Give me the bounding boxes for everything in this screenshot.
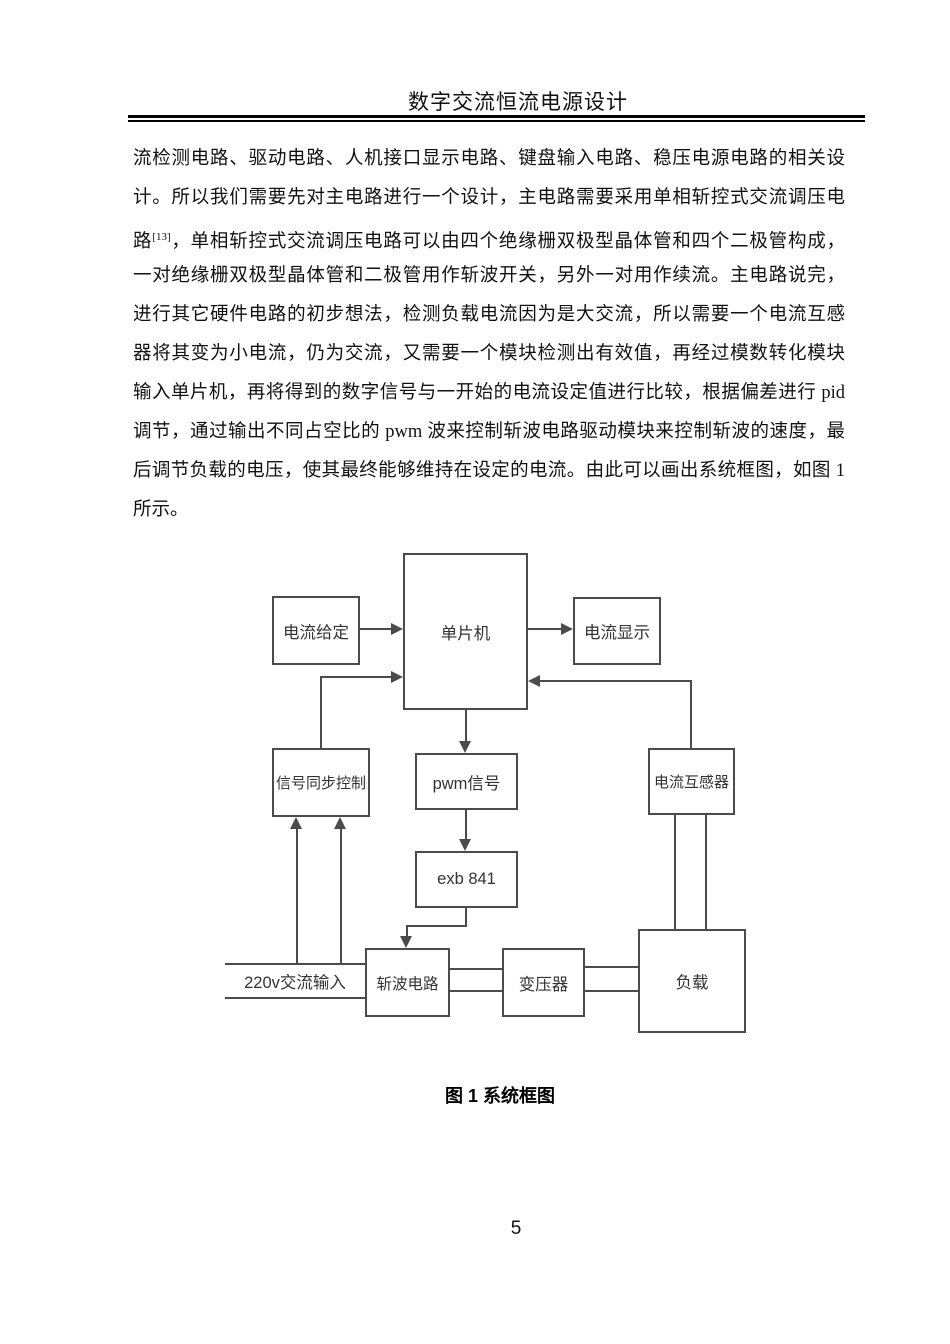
arrowhead-exb-to-chopper [400, 936, 412, 948]
diagram-box-current-transformer: 电流互感器 [648, 748, 735, 815]
paragraph-line: 一对绝缘栅双极型晶体管和二极管用作斩波开关，另外一对用作续流。主电路说完， [133, 266, 845, 286]
figure-caption: 图 1 系统框图 [444, 1086, 556, 1106]
paragraph-line: 输入单片机，再将得到的数字信号与一开始的电流设定值进行比较，根据偏差进行 pid [133, 383, 845, 403]
diagram-box-pwm-signal: pwm信号 [415, 753, 518, 810]
paragraph-line: 器将其变为小电流，仍为交流，又需要一个模块检测出有效值，再经过模数转化模块 [133, 344, 845, 364]
connector-mcu-to-display [528, 628, 562, 630]
connector-bus-to-sync-left [296, 829, 298, 965]
connector-pwm-to-exb [465, 810, 467, 840]
ac-input-label: 220v交流输入 [244, 974, 346, 992]
connector-exb-to-chopper-seg3 [406, 925, 408, 938]
connector-transformer-load-bottom [585, 990, 638, 992]
citation-superscript: [13] [152, 231, 171, 243]
arrowhead-mcu-to-pwm [459, 741, 471, 753]
diagram-box-exb841: exb 841 [415, 851, 518, 908]
diagram-box-transformer: 变压器 [502, 948, 585, 1017]
paragraph-line: 计。所以我们需要先对主电路进行一个设计，主电路需要采用单相斩控式交流调压电 [133, 188, 845, 208]
body-paragraph: 流检测电路、驱动电路、人机接口显示电路、键盘输入电路、稳压电源电路的相关设 计。… [133, 140, 845, 530]
connector-ct-load-left [674, 815, 676, 929]
diagram-box-mcu: 单片机 [403, 553, 528, 710]
connector-setpoint-to-mcu [360, 628, 392, 630]
diagram-box-signal-sync: 信号同步控制 [272, 748, 370, 817]
line-text: ，单相斩控式交流调压电路可以由四个绝缘栅双极型晶体管和四个二极管构成， [170, 232, 845, 252]
paragraph-line: 进行其它硬件电路的初步想法，检测负载电流因为是大交流，所以需要一个电流互感 [133, 305, 845, 325]
paragraph-line: 调节，通过输出不同占空比的 pwm 波来控制斩波电路驱动模块来控制斩波的速度，最 [133, 422, 845, 442]
arrowhead-bus-to-sync-right [334, 817, 346, 829]
arrowhead-mcu-to-display [561, 623, 573, 635]
paragraph-line: 后调节负载的电压，使其最终能够维持在设定的电流。由此可以画出系统框图，如图 1 [133, 461, 845, 481]
paragraph-line: 所示。 [133, 500, 189, 520]
arrowhead-bus-to-sync-left [290, 817, 302, 829]
paragraph-line: 路[13]，单相斩控式交流调压电路可以由四个绝缘栅双极型晶体管和四个二极管构成， [133, 218, 845, 257]
connector-ct-load-right [705, 815, 707, 929]
page-number: 5 [510, 1218, 522, 1239]
connector-chopper-transformer-bottom [450, 990, 502, 992]
connector-sync-to-mcu-vertical [320, 677, 322, 748]
line-text: 路 [133, 232, 153, 252]
connector-mcu-to-pwm [465, 710, 467, 742]
arrowhead-pwm-to-exb [459, 839, 471, 851]
paragraph-line: 流检测电路、驱动电路、人机接口显示电路、键盘输入电路、稳压电源电路的相关设 [133, 149, 845, 169]
connector-exb-to-chopper-seg1 [465, 908, 467, 927]
header-double-rule [128, 115, 865, 122]
connector-sync-to-mcu-horizontal [320, 676, 392, 678]
arrowhead-sync-to-mcu [391, 671, 403, 683]
arrowhead-setpoint-to-mcu [391, 623, 403, 635]
connector-chopper-transformer-top [450, 968, 502, 970]
diagram-box-current-display: 电流显示 [573, 597, 661, 665]
page-header-title: 数字交流恒流电源设计 [408, 90, 628, 114]
diagram-box-load: 负载 [638, 929, 746, 1033]
connector-ct-to-mcu-horizontal [540, 680, 692, 682]
ac-input-bus-bottom-line [225, 997, 365, 999]
connector-bus-to-sync-right [340, 829, 342, 965]
diagram-box-current-setpoint: 电流给定 [272, 596, 360, 665]
connector-ct-to-mcu-vertical [690, 682, 692, 748]
connector-exb-to-chopper-seg2 [406, 925, 467, 927]
ac-input-bus-top-line [225, 963, 365, 965]
arrowhead-ct-to-mcu [528, 675, 540, 687]
diagram-box-chopper: 斩波电路 [365, 948, 450, 1017]
connector-transformer-load-top [585, 966, 638, 968]
